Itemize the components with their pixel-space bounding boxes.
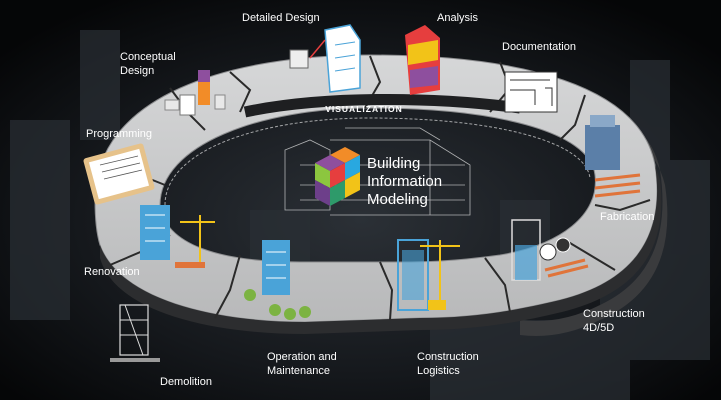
label-operation-1: Operation and	[267, 351, 337, 363]
detailed-design-icon	[289, 24, 361, 93]
renovation-icon	[140, 205, 215, 268]
ring-side	[95, 68, 668, 336]
clock-icon	[539, 243, 557, 261]
fabrication-icon	[585, 115, 641, 198]
conceptual-design-icon	[164, 70, 226, 116]
label-operation-2: Maintenance	[267, 365, 330, 377]
programming-clipboard-icon	[83, 143, 155, 205]
visualization-label: VISUALIZATION	[325, 104, 403, 114]
label-conceptual-design-1: Conceptual	[120, 51, 176, 63]
bim-cube-logo-icon	[315, 147, 360, 206]
label-construction-4d5d-1: Construction	[583, 308, 645, 320]
center-title-line3: Modeling	[367, 191, 428, 208]
label-demolition: Demolition	[160, 376, 212, 388]
label-logistics-2: Logistics	[417, 365, 460, 377]
analysis-icon	[405, 25, 440, 95]
center-title: Building Information Modeling	[367, 155, 442, 209]
label-construction-4d5d-2: 4D/5D	[583, 322, 615, 334]
construction-4d5d-icon	[511, 219, 589, 281]
operation-maintenance-icon	[244, 240, 311, 320]
documentation-icon	[504, 71, 558, 113]
dollar-coin-icon	[555, 237, 571, 253]
label-fabrication: Fabrication	[600, 211, 655, 223]
label-analysis: Analysis	[437, 12, 478, 24]
label-renovation: Renovation	[84, 266, 140, 278]
label-logistics-1: Construction	[417, 351, 479, 363]
label-programming: Programming	[86, 128, 153, 140]
center-title-line2: Information	[367, 173, 443, 190]
label-documentation: Documentation	[502, 41, 576, 53]
label-detailed-design: Detailed Design	[242, 12, 320, 24]
visualization-band	[243, 93, 521, 118]
center-title-line1: Building	[367, 155, 421, 172]
demolition-icon	[110, 304, 160, 362]
label-conceptual-design-2: Design	[120, 65, 155, 77]
construction-logistics-icon	[397, 239, 460, 311]
inner-wavy-line	[164, 117, 591, 206]
